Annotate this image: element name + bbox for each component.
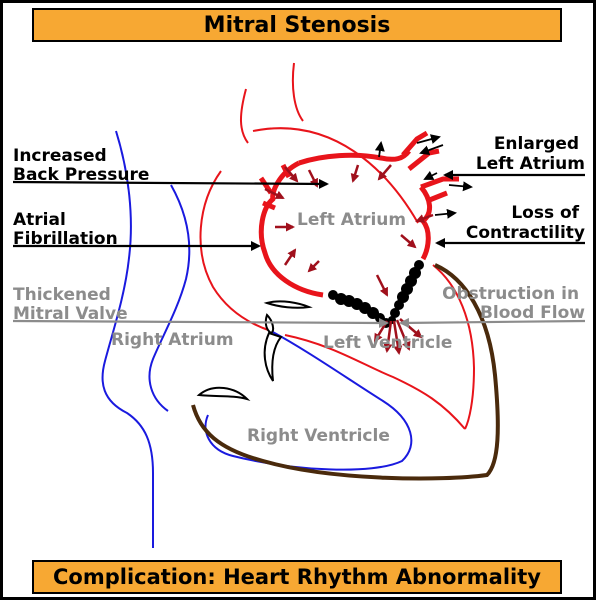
back-pressure-arrow [12, 178, 329, 189]
footer-banner: Complication: Heart Rhythm Abnormality [32, 560, 562, 594]
lv-septum [284, 334, 466, 430]
superior-vena-cava [101, 130, 154, 548]
left-atrium-label: Left Atrium [297, 210, 406, 230]
right-ventricle-label: Right Ventricle [247, 426, 390, 446]
label-leader-arrows [12, 170, 585, 251]
vessel-flow-arrows [374, 134, 473, 219]
obstruction-in-blood-flow-label: Obstruction in Blood Flow [442, 284, 585, 323]
complication-text: Complication: Heart Rhythm Abnormality [53, 565, 541, 589]
gray-leader-arrows [12, 317, 586, 328]
left-ventricle-label: Left Ventricle [323, 333, 452, 353]
right-heart-outline [101, 130, 413, 548]
septum-outer [199, 170, 272, 332]
right-atrium-inner-wall [148, 184, 191, 412]
mitral-valve-arrow [12, 317, 389, 328]
heart-diagram: Increased Back Pressure Atrial Fibrillat… [12, 62, 586, 548]
other-valve-leaflets [196, 300, 313, 402]
aorta-outer [240, 88, 249, 144]
pulmonary-artery [252, 127, 419, 224]
increased-back-pressure-label: Increased Back Pressure [13, 146, 149, 185]
left-heart-outline [199, 62, 476, 430]
blood-flow-arrows [264, 164, 434, 355]
obstruction-arrow [399, 317, 586, 328]
lv-lateral-wall [432, 264, 476, 430]
right-ventricle-outline [204, 330, 413, 471]
atrial-fibrillation-label: Atrial Fibrillation [13, 210, 118, 249]
loss-of-contractility-label: Loss of Contractility [466, 203, 585, 243]
mitral-valve-leaflets [328, 260, 424, 328]
thickened-mitral-valve-label: Thickened Mitral Valve [13, 285, 128, 324]
right-atrium-label: Right Atrium [111, 330, 234, 350]
title-banner: Mitral Stenosis [32, 8, 562, 42]
diagram-title: Mitral Stenosis [203, 12, 391, 38]
enlarged-left-atrium-label: Enlarged Left Atrium [476, 134, 585, 174]
aorta-inner [291, 62, 304, 122]
left-ventricle-wall [191, 263, 500, 481]
